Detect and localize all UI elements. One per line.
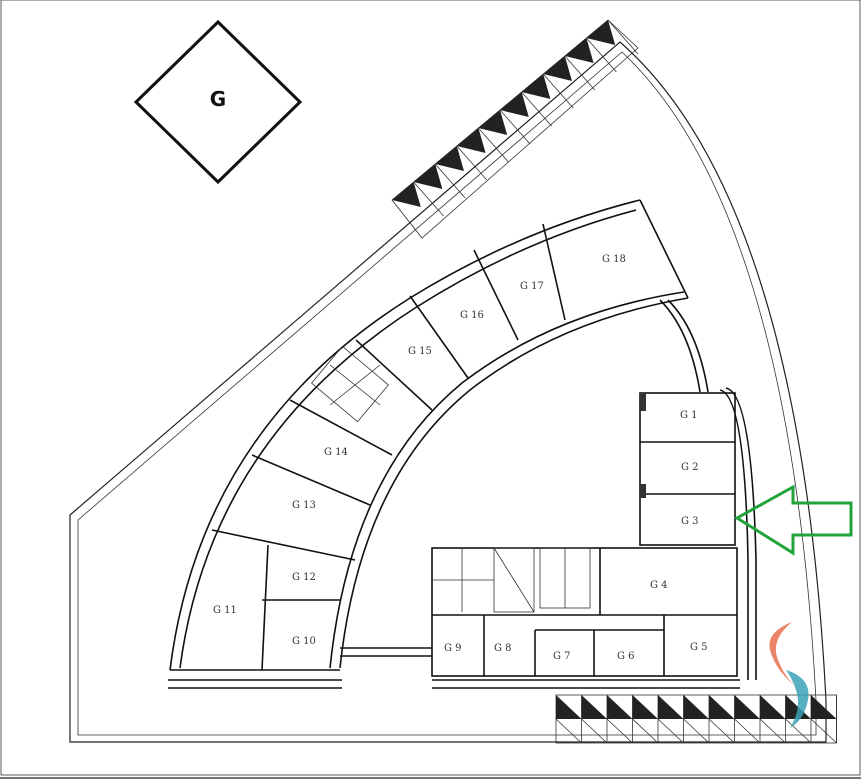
room-label-g14: G 14 <box>324 447 348 458</box>
parking-triangle <box>811 695 837 719</box>
parking-triangle <box>392 182 421 207</box>
room-label-g7: G 7 <box>553 651 571 662</box>
parking-triangle <box>435 146 464 171</box>
room-labels: G 1 G 2 G 3 G 4 G 5 G 6 G 7 G 8 G 9 G 10… <box>213 254 708 662</box>
room-label-g5: G 5 <box>690 642 708 653</box>
parking-triangle <box>456 128 486 153</box>
key-label: G <box>210 87 226 111</box>
curved-wing <box>169 199 689 671</box>
key-block: G <box>133 19 303 185</box>
site-boundary <box>69 41 827 743</box>
left-arrow-icon <box>734 484 853 556</box>
parking-triangle <box>658 695 684 719</box>
room-label-g4: G 4 <box>650 580 668 591</box>
parking-triangle <box>683 695 709 719</box>
parking-triangle <box>632 695 658 719</box>
parking-strip-top <box>391 19 639 239</box>
room-label-g13: G 13 <box>292 500 316 511</box>
parking-strip-bottom <box>555 694 837 744</box>
bottom-block <box>431 547 738 677</box>
parking-triangle <box>581 695 607 719</box>
parking-triangle <box>564 38 594 63</box>
site-boundary-inner <box>77 51 817 736</box>
parking-triangle <box>760 695 786 719</box>
room-label-g10: G 10 <box>292 636 316 647</box>
right-block <box>639 392 736 546</box>
parking-triangle <box>521 74 551 99</box>
room-label-g17: G 17 <box>520 281 544 292</box>
room-label-g16: G 16 <box>460 310 484 321</box>
room-label-g18: G 18 <box>602 254 626 265</box>
room-label-g1: G 1 <box>680 410 698 421</box>
room-label-g3: G 3 <box>681 516 699 527</box>
room-label-g9: G 9 <box>444 643 462 654</box>
parking-triangle <box>556 695 582 719</box>
corridors <box>168 299 757 689</box>
parking-triangle <box>734 695 760 719</box>
parking-triangle <box>543 56 572 81</box>
parking-triangle <box>500 92 529 117</box>
watermark-logo-icon <box>769 622 809 728</box>
parking-triangle <box>413 164 443 189</box>
room-label-g8: G 8 <box>494 643 512 654</box>
room-label-g11: G 11 <box>213 605 237 616</box>
room-label-g2: G 2 <box>681 462 699 473</box>
parking-triangle <box>478 110 508 135</box>
parking-triangle <box>709 695 735 719</box>
parking-triangle <box>586 20 616 45</box>
room-label-g6: G 6 <box>617 651 635 662</box>
room-label-g12: G 12 <box>292 572 316 583</box>
room-label-g15: G 15 <box>408 346 432 357</box>
parking-triangle <box>607 695 633 719</box>
